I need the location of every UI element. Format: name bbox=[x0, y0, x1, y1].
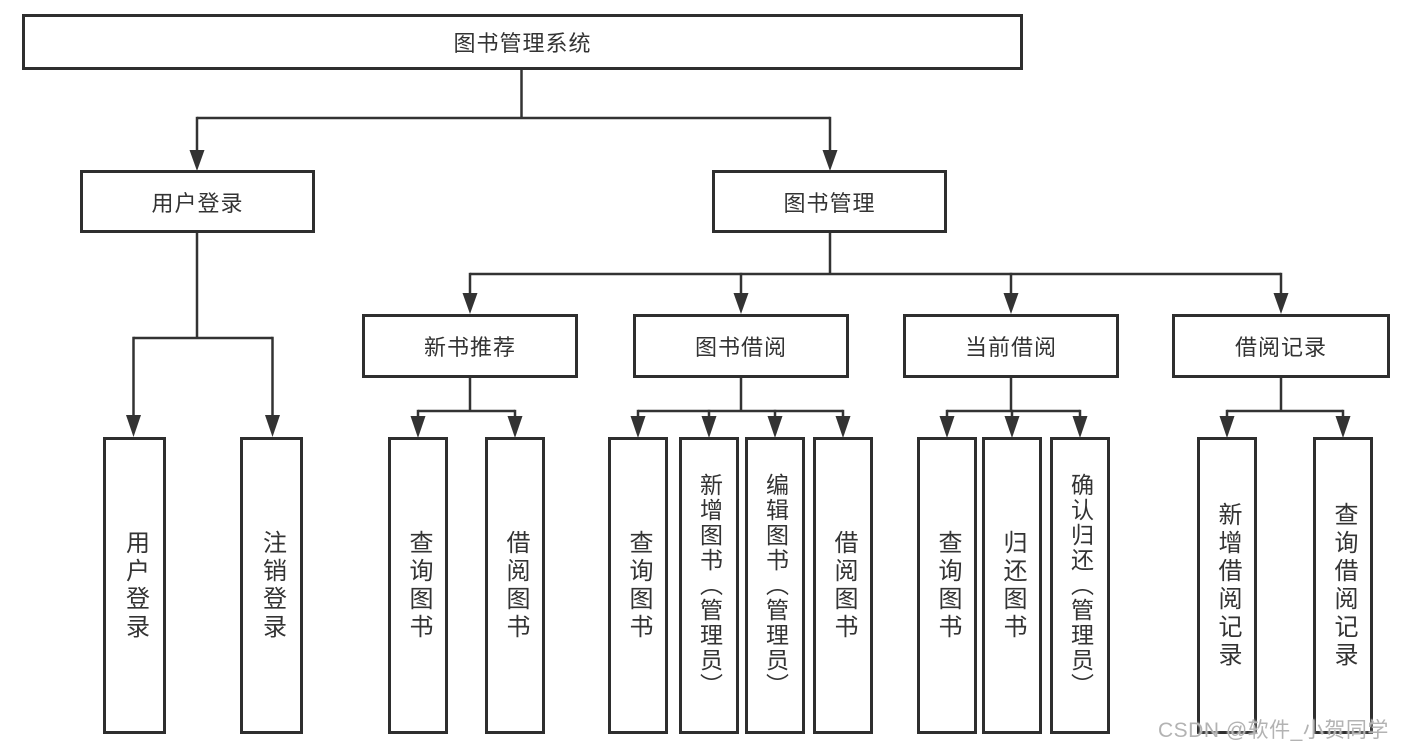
leaf-user-login: 用户登录 bbox=[103, 437, 166, 734]
node-current-borrowing: 当前借阅 bbox=[903, 314, 1119, 378]
leaf-borrow-books-recommend: 借阅图书 bbox=[485, 437, 545, 734]
leaf-query-books-borrow: 查询图书 bbox=[608, 437, 668, 734]
node-new-book-recommendation: 新书推荐 bbox=[362, 314, 578, 378]
leaf-query-books-current: 查询图书 bbox=[917, 437, 977, 734]
csdn-watermark: CSDN @软件_小贺同学 bbox=[1158, 719, 1389, 742]
leaf-query-borrow-record: 查询借阅记录 bbox=[1313, 437, 1373, 734]
node-label: 编辑图书（管理员） bbox=[762, 473, 789, 698]
leaf-add-borrow-record: 新增借阅记录 bbox=[1197, 437, 1257, 734]
node-label: 查询图书 bbox=[934, 529, 961, 642]
node-book-management: 图书管理 bbox=[712, 170, 947, 233]
node-root-library-management-system: 图书管理系统 bbox=[22, 14, 1023, 70]
node-label: 确认归还（管理员） bbox=[1067, 473, 1094, 698]
leaf-borrow-books: 借阅图书 bbox=[813, 437, 873, 734]
node-label: 用户登录 bbox=[121, 529, 149, 642]
leaf-query-books-recommend: 查询图书 bbox=[388, 437, 448, 734]
node-label: 归还图书 bbox=[999, 529, 1026, 642]
node-label: 图书借阅 bbox=[694, 335, 787, 360]
node-label: 借阅记录 bbox=[1234, 335, 1327, 360]
node-label: 图书管理系统 bbox=[453, 31, 592, 56]
node-label: 当前借阅 bbox=[964, 335, 1057, 360]
arrowhead-icons bbox=[126, 150, 1351, 438]
node-label: 借阅图书 bbox=[502, 529, 529, 642]
leaf-return-books: 归还图书 bbox=[982, 437, 1042, 734]
node-label: 图书管理 bbox=[783, 190, 876, 216]
node-label: 用户登录 bbox=[151, 190, 244, 216]
node-label: 新书推荐 bbox=[423, 335, 516, 360]
node-user-login: 用户登录 bbox=[80, 170, 315, 233]
node-label: 查询图书 bbox=[405, 529, 432, 642]
leaf-edit-books-admin: 编辑图书（管理员） bbox=[745, 437, 805, 734]
node-book-borrowing: 图书借阅 bbox=[633, 314, 849, 378]
node-label: 新增借阅记录 bbox=[1214, 501, 1241, 670]
node-label: 查询借阅记录 bbox=[1330, 501, 1357, 670]
node-borrowing-records: 借阅记录 bbox=[1172, 314, 1390, 378]
node-label: 新增图书（管理员） bbox=[696, 473, 723, 698]
node-label: 查询图书 bbox=[625, 529, 652, 642]
node-label: 注销登录 bbox=[258, 529, 286, 642]
node-label: 借阅图书 bbox=[830, 529, 857, 642]
leaf-confirm-return-admin: 确认归还（管理员） bbox=[1050, 437, 1110, 734]
leaf-logout: 注销登录 bbox=[240, 437, 303, 734]
leaf-add-books-admin: 新增图书（管理员） bbox=[679, 437, 739, 734]
